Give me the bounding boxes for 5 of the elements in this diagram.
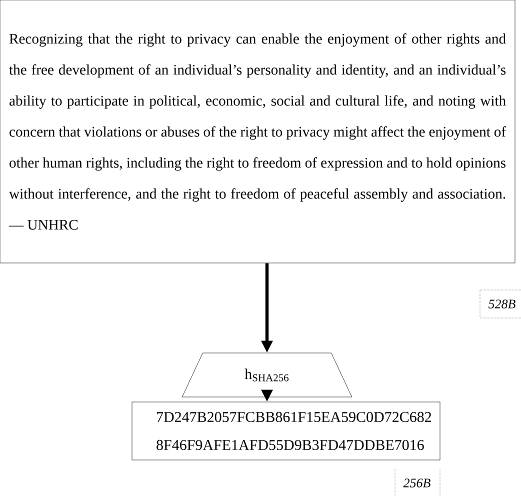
size-label: 256B (394, 468, 440, 498)
hash-function-trapezoid: h$_{SHA256}$ (182, 352, 352, 398)
hash-output-box: 7D247B2057FCBB861F15EA59C0D72C682 8F46F9AFE1AFD55D9B3FD47DDBE7016 (132, 402, 440, 460)
quote-box: Recognizing that the right to privacy can enable the enjoyment of other rights and the free development of an individual’s personality and identity, and an individual’s ability to participate in political, economic, social and cultural life, and noting with concern that violations or abuses of the right to privacy might affect the enjoyment of other human rights, including the right to freedom of expression and to hold opinions without interference, and the right to freedom of peaceful assembly and association. — UNHRC (0, 0, 516, 264)
size-label: 528B (480, 290, 521, 318)
